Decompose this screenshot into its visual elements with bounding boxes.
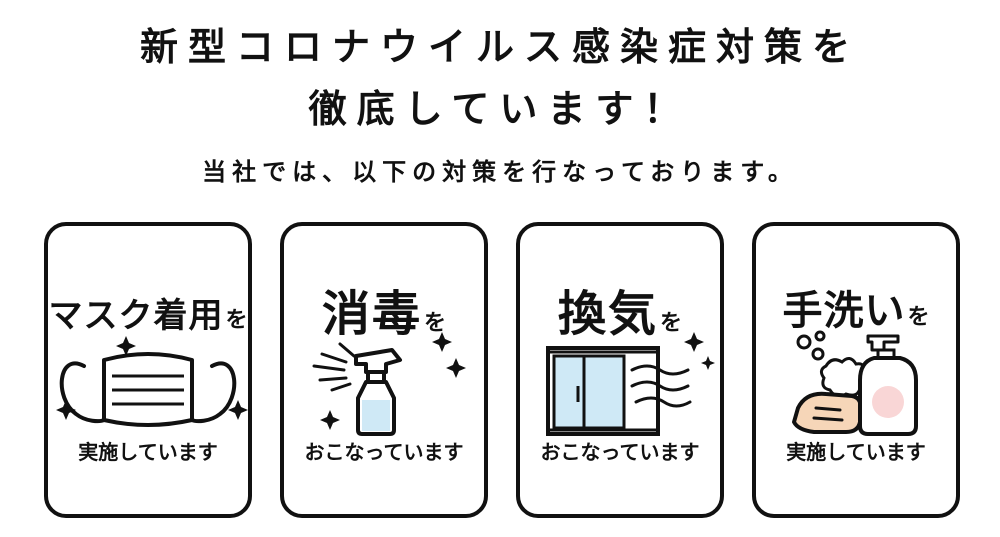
- measures-cards: マスク着用を 実施しています 消毒を: [44, 222, 964, 524]
- sparkle-icon: [446, 358, 466, 378]
- card-ventilation: 換気を おこなっています: [516, 222, 724, 518]
- handwashing-icon: [792, 330, 918, 436]
- sparkle-icon: [701, 356, 715, 370]
- page-title-line1: 新型コロナウイルス感染症対策を: [139, 25, 860, 69]
- sparkle-icon: [684, 332, 704, 352]
- page-subtitle: 当社では、以下の対策を行なっております。: [202, 158, 798, 186]
- sparkle-icon: [320, 410, 340, 430]
- card-handwashing-footer: 実施しています: [786, 440, 926, 464]
- card-disinfection: 消毒を おこなっています: [280, 222, 488, 518]
- card-handwashing-heading: 手洗いを: [756, 278, 956, 336]
- card-mask-footer: 実施しています: [78, 440, 218, 464]
- card-handwashing-suffix: を: [907, 305, 930, 330]
- window-ventilation-icon: [546, 332, 715, 436]
- card-disinfection-title: 消毒: [321, 286, 422, 342]
- card-ventilation-heading: 換気を: [520, 274, 720, 344]
- card-disinfection-suffix: を: [424, 311, 447, 336]
- sparkle-icon: [56, 400, 76, 420]
- card-ventilation-footer: おこなっています: [540, 440, 700, 464]
- card-mask-suffix: を: [225, 308, 248, 333]
- card-handwashing: 手洗いを 実施しています: [752, 222, 960, 518]
- card-ventilation-title: 換気: [557, 286, 658, 342]
- spray-bottle-icon: [312, 332, 466, 436]
- sparkle-icon: [116, 336, 136, 356]
- card-mask: マスク着用を 実施しています: [44, 222, 252, 518]
- card-mask-heading: マスク着用を: [48, 288, 248, 337]
- sparkle-icon: [228, 400, 248, 420]
- card-mask-title: マスク着用: [48, 296, 224, 336]
- card-disinfection-heading: 消毒を: [284, 274, 484, 344]
- mask-icon: [56, 336, 248, 427]
- page-title-line2: 徹底しています！: [308, 87, 692, 131]
- card-disinfection-footer: おこなっています: [304, 440, 464, 464]
- card-ventilation-suffix: を: [660, 311, 683, 336]
- card-handwashing-title: 手洗い: [782, 288, 906, 334]
- sparkle-icon: [432, 332, 452, 352]
